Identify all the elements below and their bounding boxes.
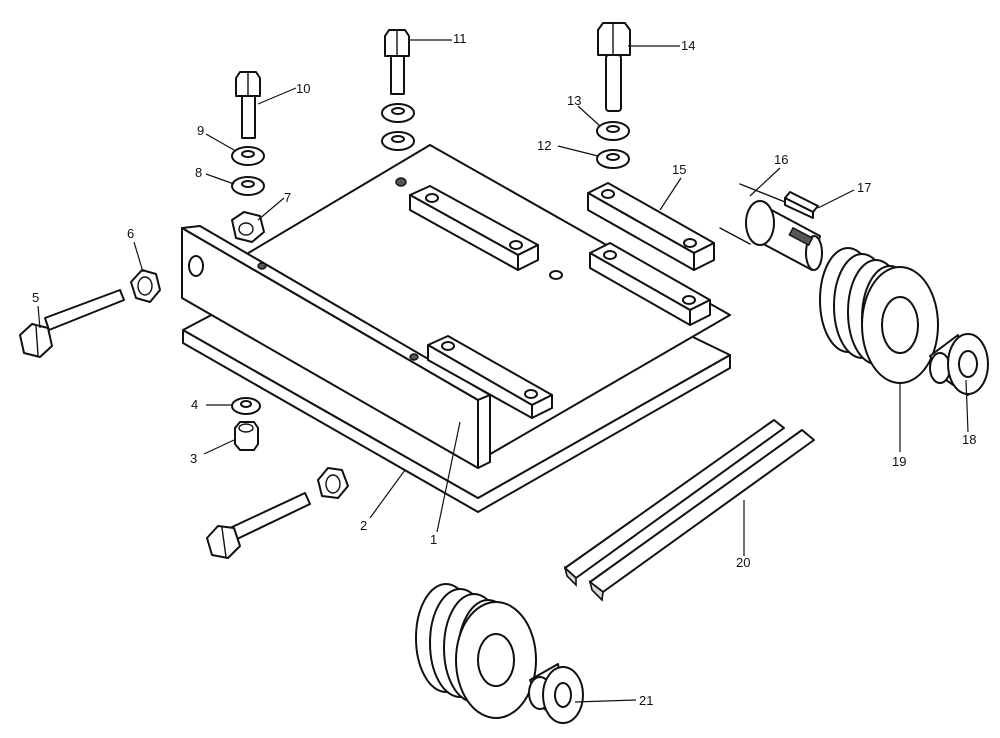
lower-bolt (206, 492, 311, 559)
callout-5: 5 (32, 290, 40, 305)
washer-11b (381, 131, 415, 151)
nut-6 (130, 269, 161, 303)
bolt-11 (384, 29, 410, 95)
motor-shaft (719, 183, 823, 271)
washer-11a (381, 103, 415, 123)
callout-2: 2 (360, 518, 368, 533)
callout-20: 20 (736, 555, 751, 570)
washer-12 (596, 149, 630, 169)
washer-8 (231, 176, 265, 196)
key (784, 191, 819, 219)
callout-4: 4 (191, 397, 199, 412)
spacer-bar-left-rear (409, 185, 539, 271)
callout-16: 16 (774, 152, 789, 167)
mount-plate (181, 144, 731, 469)
callout-10: 10 (296, 81, 311, 96)
callout-6: 6 (127, 226, 135, 241)
upper-bushing (929, 333, 989, 396)
lower-nut (317, 467, 349, 499)
washer-13 (596, 121, 630, 141)
washer-9 (231, 146, 265, 166)
callout-18: 18 (962, 432, 977, 447)
spacer-bar-right-rear (587, 182, 715, 271)
v-belt-rear (563, 419, 785, 587)
bolt-14 (597, 22, 631, 112)
upper-pulley (819, 247, 939, 384)
spacer-bar-right-front (589, 242, 711, 326)
nut-3 (234, 421, 259, 451)
callout-17: 17 (857, 180, 872, 195)
callout-19: 19 (892, 454, 907, 469)
callout-12: 12 (537, 138, 552, 153)
callout-8: 8 (195, 165, 203, 180)
callout-7: 7 (284, 190, 292, 205)
v-belt-front (588, 429, 815, 602)
spacer-bar-left-front (427, 335, 553, 419)
nut-7 (231, 211, 265, 243)
callout-11: 11 (453, 31, 467, 46)
bolt-5 (19, 289, 125, 358)
callout-21: 21 (639, 693, 654, 708)
lower-pulley (415, 583, 537, 719)
leader-lines (37, 39, 969, 703)
lower-bushing (528, 663, 584, 724)
callout-14: 14 (681, 38, 696, 53)
callout-13: 13 (567, 93, 582, 108)
bolt-10 (235, 71, 261, 139)
callout-15: 15 (672, 162, 687, 177)
callout-1: 1 (430, 532, 438, 547)
callout-3: 3 (190, 451, 198, 466)
washer-4 (231, 397, 261, 415)
callout-9: 9 (197, 123, 205, 138)
